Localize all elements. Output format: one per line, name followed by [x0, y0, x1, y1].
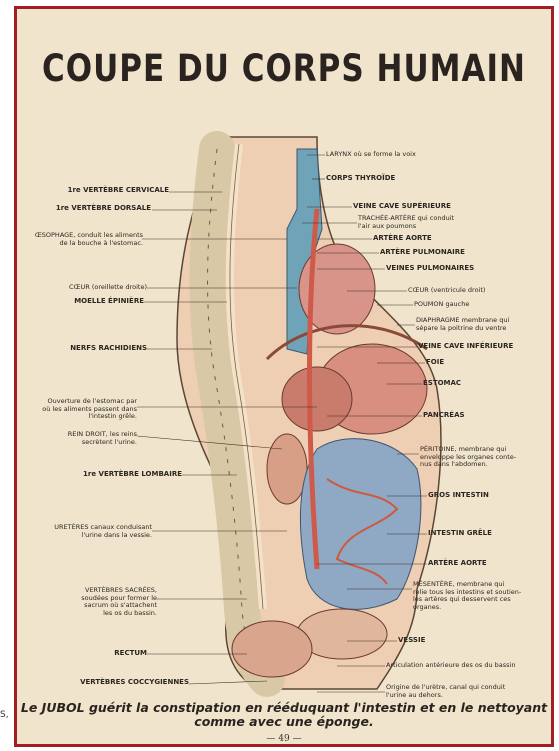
label-pancreas: PANCRÉAS: [423, 412, 533, 420]
label-heart-right-atrium: CŒUR (oreillette droite): [19, 284, 147, 292]
illustration-page: COUPE DU CORPS HUMAIN: [14, 6, 554, 747]
label-coccygeal-vertebrae: VERTÈBRES COCCYGIENNES: [19, 679, 189, 687]
label-stomach-opening: Ouverture de l'estomac par où les alimen…: [19, 398, 137, 421]
label-aorta-top: ARTÈRE AORTE: [373, 235, 543, 243]
label-thyroid: CORPS THYROÏDE: [326, 175, 526, 183]
label-urethra-origin: Origine de l'urètre, canal qui conduit l…: [386, 684, 551, 699]
caption: Le JUBOL guérit la constipation en réédu…: [17, 701, 551, 729]
label-bladder: VESSIE: [398, 637, 528, 645]
label-small-intestine: INTESTIN GRÊLE: [428, 530, 548, 538]
label-peritoneum: PÉRITOINE, membrane qui enveloppe les or…: [420, 446, 545, 469]
label-heart-right-ventricle: CŒUR (ventricule droit): [408, 287, 548, 295]
label-sacral-vertebrae: VERTÈBRES SACRÉES, soudées pour former l…: [19, 587, 157, 617]
label-spinal-cord: MOELLE ÉPINIÈRE: [19, 298, 144, 306]
label-ureters: URETÈRES canaux conduisant l'urine dans …: [19, 524, 152, 539]
label-first-lumbar-vertebra: 1re VERTÈBRE LOMBAIRE: [19, 471, 182, 479]
label-left-lung: POUMON gauche: [414, 301, 544, 309]
label-large-intestine: GROS INTESTIN: [428, 492, 548, 500]
label-first-dorsal-vertebra: 1re VERTÈBRE DORSALE: [19, 205, 151, 213]
label-superior-vena-cava: VEINE CAVE SUPÉRIEURE: [353, 203, 543, 211]
label-liver: FOIE: [426, 359, 536, 367]
side-text-fragment: S,: [0, 710, 9, 720]
label-spinal-nerves: NERFS RACHIDIENS: [19, 345, 147, 353]
page-number: — 49 —: [17, 734, 551, 744]
label-first-cervical-vertebra: 1re VERTÈBRE CERVICALE: [19, 187, 169, 195]
label-pulmonary-artery: ARTÈRE PULMONAIRE: [380, 249, 540, 257]
label-right-kidney: REIN DROIT, les reins secrètent l'urine.: [19, 431, 137, 446]
label-stomach: ESTOMAC: [423, 380, 533, 388]
label-rectum: RECTUM: [19, 650, 147, 658]
label-pulmonary-veins: VEINES PULMONAIRES: [386, 265, 546, 273]
label-pubic-joint: Articulation antérieure des os du bassin: [386, 662, 551, 670]
label-diaphragm: DIAPHRAGME membrane qui sépare la poitri…: [416, 317, 546, 332]
label-aorta-lower: ARTÈRE AORTE: [428, 560, 548, 568]
label-inferior-vena-cava: VEINE CAVE INFÉRIEURE: [418, 343, 548, 351]
label-larynx: LARYNX où se forme la voix: [326, 151, 526, 159]
label-mesentery: MÉSENTÈRE, membrane qui relie tous les i…: [413, 581, 553, 611]
label-trachea: TRACHÉE-ARTÈRE qui conduit l'air aux pou…: [358, 215, 548, 230]
label-esophagus: ŒSOPHAGE, conduit les aliments de la bou…: [14, 232, 143, 247]
